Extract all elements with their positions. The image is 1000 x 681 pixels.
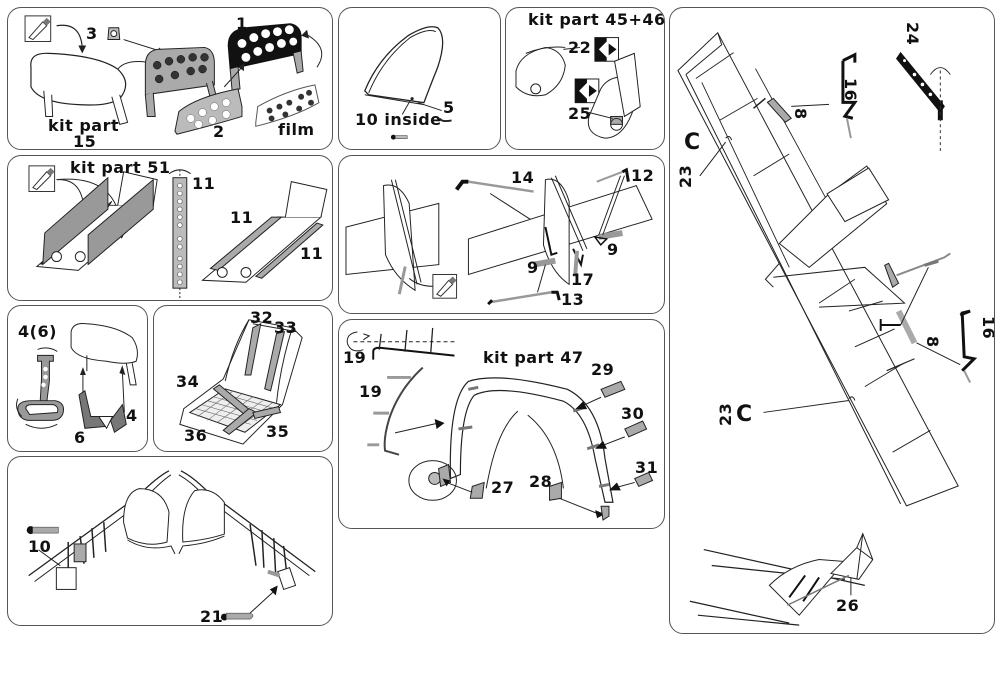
label-kit-part-45-46: kit part 45+46 — [528, 10, 665, 29]
label-part-24: 24 — [903, 22, 922, 46]
label-part-8-top: 8 — [791, 108, 810, 120]
panel-seat: 32 33 34 35 36 — [153, 305, 333, 452]
label-kit-part: kit part — [48, 116, 120, 135]
panel-floor: kit part 51 11 11 11 — [7, 155, 333, 301]
label-part-27: 27 — [491, 478, 515, 497]
label-kit-part-47: kit part 47 — [483, 348, 584, 367]
label-kit-part-51: kit part 51 — [70, 158, 171, 177]
label-part-2: 2 — [213, 122, 225, 141]
label-part-4-6: 4(6) — [18, 322, 57, 341]
clip-c-icon-top: C — [684, 130, 701, 155]
label-part-22: 22 — [568, 38, 592, 57]
label-part-31: 31 — [635, 458, 659, 477]
label-part-4: 4 — [126, 406, 138, 425]
label-part-29: 29 — [591, 360, 615, 379]
label-part-3: 3 — [86, 24, 98, 43]
label-part-21: 21 — [200, 607, 224, 626]
label-part-16-bottom: 16 — [979, 316, 995, 340]
label-part-17: 17 — [571, 270, 595, 289]
label-part-35: 35 — [266, 422, 290, 441]
instrument-panel-illustration — [24, 15, 323, 135]
label-part-23-bottom: 23 — [716, 402, 735, 426]
seat-illustration — [179, 319, 303, 445]
label-part-11-strip: 11 — [192, 174, 216, 193]
label-part-10: 10 — [28, 537, 52, 556]
label-part-16-top: 16 — [841, 78, 860, 102]
wheels-illustration — [515, 37, 641, 139]
knife-icon — [28, 165, 56, 192]
label-part-30: 30 — [621, 404, 645, 423]
label-part-13: 13 — [561, 290, 585, 309]
label-part-9-left: 9 — [527, 258, 539, 277]
label-part-6: 6 — [74, 428, 86, 447]
floor-illustration — [28, 165, 328, 300]
cockpit-interior-illustration — [26, 470, 316, 621]
label-part-23-top: 23 — [676, 164, 695, 188]
label-part-25: 25 — [568, 104, 592, 123]
label-part-28: 28 — [529, 472, 553, 491]
label-part-19: 19 — [359, 382, 383, 401]
wing-illustration — [677, 31, 978, 626]
label-10-inside: 10 inside — [355, 110, 442, 129]
panel-instrument-panel: 3 1 kit part 15 2 film — [7, 7, 333, 150]
panel-wheels: kit part 45+46 22 25 — [505, 7, 665, 150]
canopy-illustration — [364, 26, 452, 140]
panel-rudder-pedals: 4(6) 6 4 — [7, 305, 148, 452]
label-part-36: 36 — [184, 426, 208, 445]
label-part-12: 12 — [631, 166, 655, 185]
label-part-33: 33 — [274, 318, 298, 337]
label-part-34: 34 — [176, 372, 200, 391]
label-film: film — [278, 120, 315, 139]
label-part-11-right: 11 — [300, 244, 324, 263]
knife-icon — [24, 15, 52, 43]
panel-tail: 14 12 9 9 17 13 — [338, 155, 665, 314]
panel-canopy: 10 inside 5 — [338, 7, 501, 150]
label-part-9-right: 9 — [607, 240, 619, 259]
label-part-1: 1 — [236, 14, 248, 33]
label-part-11-left: 11 — [230, 208, 254, 227]
rudder-pedals-illustration — [16, 322, 138, 433]
label-part-26: 26 — [836, 596, 860, 615]
landing-gear-illustration — [346, 327, 654, 521]
label-part-8-bottom: 8 — [923, 336, 942, 348]
position-arrow-icon — [574, 78, 600, 104]
label-part-19-top: 19 — [343, 348, 367, 367]
label-part-5: 5 — [443, 98, 455, 117]
tail-illustration — [345, 167, 653, 306]
position-arrow-icon — [594, 37, 620, 62]
knife-icon — [432, 273, 458, 299]
label-part-14: 14 — [511, 168, 535, 187]
clip-c-icon-bottom: C — [736, 402, 753, 427]
panel-cockpit-interior: 10 21 — [7, 456, 333, 626]
panel-landing-gear: 19 19 kit part 47 29 30 31 27 28 — [338, 319, 665, 529]
label-kit-part-number: 15 — [73, 132, 97, 150]
label-part-32: 32 — [250, 308, 274, 327]
panel-wing: 16 8 24 C 23 C 23 8 16 26 — [669, 7, 995, 634]
